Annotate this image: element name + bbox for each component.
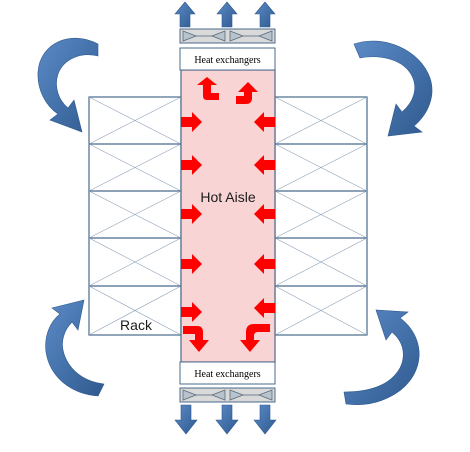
exhaust-arrows-bottom (174, 404, 277, 435)
cool-air-arrow-top-right (353, 40, 433, 137)
hot-aisle-label: Hot Aisle (200, 189, 255, 205)
cool-air-arrow-top-left (37, 37, 99, 133)
hot-air-arrows-bent (183, 77, 270, 352)
exhaust-arrows-top (174, 1, 276, 28)
heat-exchangers-bottom-label: Heat exchangers (194, 369, 260, 380)
hot-air-arrows-right (254, 112, 275, 318)
heat-exchangers-top-label: Heat exchangers (194, 55, 260, 66)
bottom-heat-exchanger (179, 361, 276, 403)
cool-air-arrow-bottom-right (343, 309, 420, 405)
cool-air-arrow-bottom-left (45, 299, 105, 397)
hot-air-arrows-left (181, 112, 202, 322)
left-rack (88, 96, 182, 336)
top-heat-exchanger (179, 28, 276, 71)
right-rack (274, 96, 368, 336)
rack-label: Rack (120, 317, 153, 333)
